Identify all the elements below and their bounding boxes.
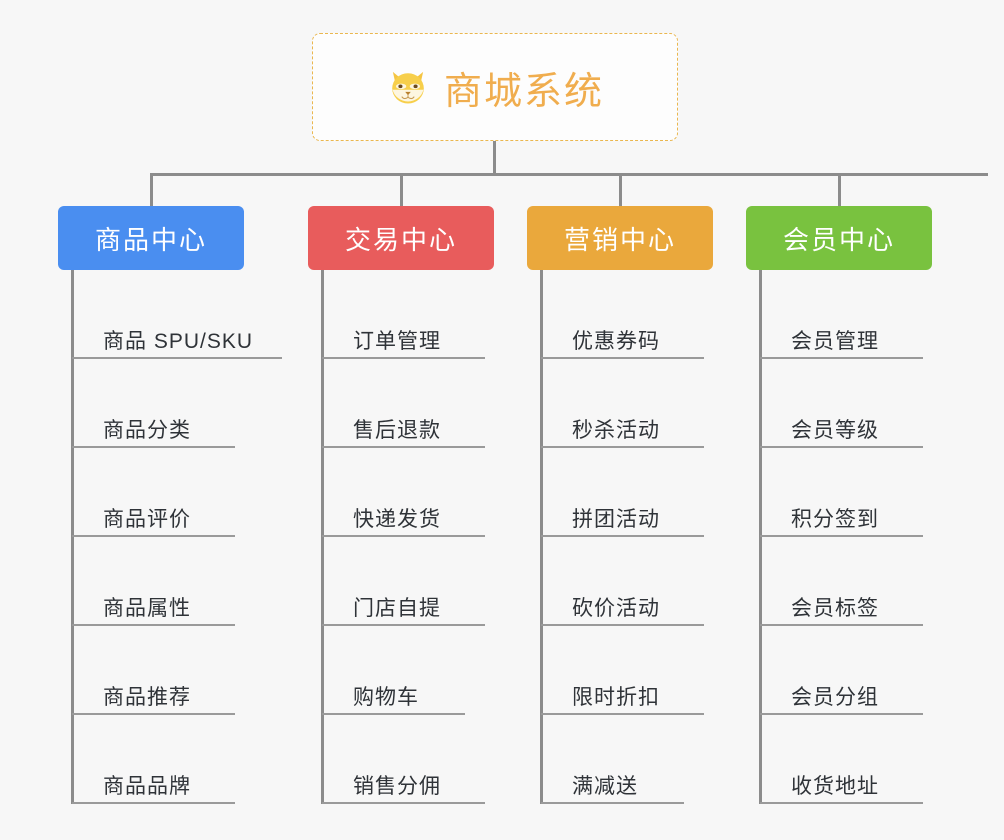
- connector-drop-3: [619, 173, 622, 206]
- leaf-underline: [760, 357, 923, 359]
- leaf-label: 会员管理: [791, 329, 879, 353]
- branch-column: 商品中心商品 SPU/SKU 商品分类商品评价商品属性商品推荐商品品牌: [58, 206, 282, 804]
- leaf-node[interactable]: 订单管理: [322, 270, 494, 359]
- connector-drop-4: [838, 173, 841, 206]
- leaf-label: 会员等级: [791, 418, 879, 442]
- root-node[interactable]: 商城系统: [312, 33, 678, 141]
- leaf-label: 商品推荐: [103, 685, 191, 709]
- branch-column: 营销中心优惠券码秒杀活动拼团活动砍价活动限时折扣满减送: [527, 206, 713, 804]
- leaf-label: 砍价活动: [572, 596, 660, 620]
- leaf-node[interactable]: 销售分佣: [322, 715, 494, 804]
- leaf-node[interactable]: 门店自提: [322, 537, 494, 626]
- leaf-label: 商品分类: [103, 418, 191, 442]
- branch-header[interactable]: 营销中心: [527, 206, 713, 270]
- branch-header[interactable]: 商品中心: [58, 206, 244, 270]
- leaf-label: 会员分组: [791, 685, 879, 709]
- leaf-underline: [760, 713, 923, 715]
- leaf-label: 销售分佣: [353, 774, 441, 798]
- leaf-node[interactable]: 收货地址: [760, 715, 932, 804]
- leaf-underline: [72, 624, 235, 626]
- leaf-node[interactable]: 会员分组: [760, 626, 932, 715]
- leaf-node[interactable]: 商品 SPU/SKU: [72, 270, 282, 359]
- leaf-node[interactable]: 商品推荐: [72, 626, 244, 715]
- leaf-node[interactable]: 商品分类: [72, 359, 244, 448]
- leaf-underline: [541, 802, 684, 804]
- leaf-underline: [322, 624, 485, 626]
- leaf-underline: [541, 535, 704, 537]
- leaf-node[interactable]: 商品评价: [72, 448, 244, 537]
- leaf-underline: [72, 713, 235, 715]
- leaf-label: 商品 SPU/SKU: [103, 329, 254, 353]
- branch-column: 交易中心订单管理售后退款快递发货门店自提购物车销售分佣: [308, 206, 494, 804]
- leaf-node[interactable]: 拼团活动: [541, 448, 713, 537]
- leaf-list: 会员管理会员等级积分签到会员标签会员分组收货地址: [746, 270, 932, 804]
- leaf-underline: [322, 357, 485, 359]
- leaf-underline: [541, 446, 704, 448]
- leaf-list: 优惠券码秒杀活动拼团活动砍价活动限时折扣满减送: [527, 270, 713, 804]
- column-spine: [71, 270, 74, 804]
- leaf-underline: [760, 624, 923, 626]
- leaf-underline: [541, 713, 704, 715]
- leaf-label: 商品评价: [103, 507, 191, 531]
- leaf-label: 会员标签: [791, 596, 879, 620]
- leaf-label: 快递发货: [353, 507, 441, 531]
- leaf-underline: [72, 802, 235, 804]
- leaf-node[interactable]: 秒杀活动: [541, 359, 713, 448]
- leaf-underline: [322, 446, 485, 448]
- leaf-underline: [760, 446, 923, 448]
- connector-root-stem: [493, 141, 496, 175]
- leaf-underline: [322, 713, 465, 715]
- leaf-underline: [322, 802, 485, 804]
- leaf-underline: [541, 357, 704, 359]
- leaf-label: 收货地址: [791, 774, 879, 798]
- leaf-list: 订单管理售后退款快递发货门店自提购物车销售分佣: [308, 270, 494, 804]
- leaf-underline: [541, 624, 704, 626]
- leaf-label: 拼团活动: [572, 507, 660, 531]
- leaf-node[interactable]: 满减送: [541, 715, 713, 804]
- leaf-node[interactable]: 会员标签: [760, 537, 932, 626]
- connector-drop-2: [400, 173, 403, 206]
- leaf-label: 限时折扣: [572, 685, 660, 709]
- leaf-node[interactable]: 砍价活动: [541, 537, 713, 626]
- leaf-node[interactable]: 限时折扣: [541, 626, 713, 715]
- branch-column: 会员中心会员管理会员等级积分签到会员标签会员分组收货地址: [746, 206, 932, 804]
- leaf-label: 优惠券码: [572, 329, 660, 353]
- leaf-list: 商品 SPU/SKU 商品分类商品评价商品属性商品推荐商品品牌: [58, 270, 282, 804]
- leaf-label: 门店自提: [353, 596, 441, 620]
- leaf-label: 秒杀活动: [572, 418, 660, 442]
- leaf-underline: [72, 446, 235, 448]
- leaf-label: 商品品牌: [103, 774, 191, 798]
- leaf-label: 购物车: [353, 685, 419, 709]
- connector-drop-1: [150, 173, 153, 206]
- leaf-label: 商品属性: [103, 596, 191, 620]
- leaf-underline: [760, 535, 923, 537]
- branch-header[interactable]: 会员中心: [746, 206, 932, 270]
- leaf-node[interactable]: 售后退款: [322, 359, 494, 448]
- leaf-label: 满减送: [572, 774, 638, 798]
- leaf-underline: [72, 357, 282, 359]
- leaf-label: 订单管理: [353, 329, 441, 353]
- leaf-label: 售后退款: [353, 418, 441, 442]
- leaf-node[interactable]: 购物车: [322, 626, 494, 715]
- leaf-node[interactable]: 会员管理: [760, 270, 932, 359]
- column-spine: [321, 270, 324, 804]
- column-spine: [540, 270, 543, 804]
- leaf-node[interactable]: 会员等级: [760, 359, 932, 448]
- connector-horizontal-bus: [150, 173, 988, 176]
- branch-header[interactable]: 交易中心: [308, 206, 494, 270]
- shiba-dog-face-icon: [386, 65, 430, 109]
- column-spine: [759, 270, 762, 804]
- leaf-node[interactable]: 积分签到: [760, 448, 932, 537]
- leaf-node[interactable]: 商品品牌: [72, 715, 244, 804]
- leaf-node[interactable]: 商品属性: [72, 537, 244, 626]
- leaf-underline: [72, 535, 235, 537]
- leaf-underline: [760, 802, 923, 804]
- leaf-node[interactable]: 快递发货: [322, 448, 494, 537]
- leaf-underline: [322, 535, 485, 537]
- root-title: 商城系统: [443, 70, 604, 113]
- leaf-label: 积分签到: [791, 507, 879, 531]
- leaf-node[interactable]: 优惠券码: [541, 270, 713, 359]
